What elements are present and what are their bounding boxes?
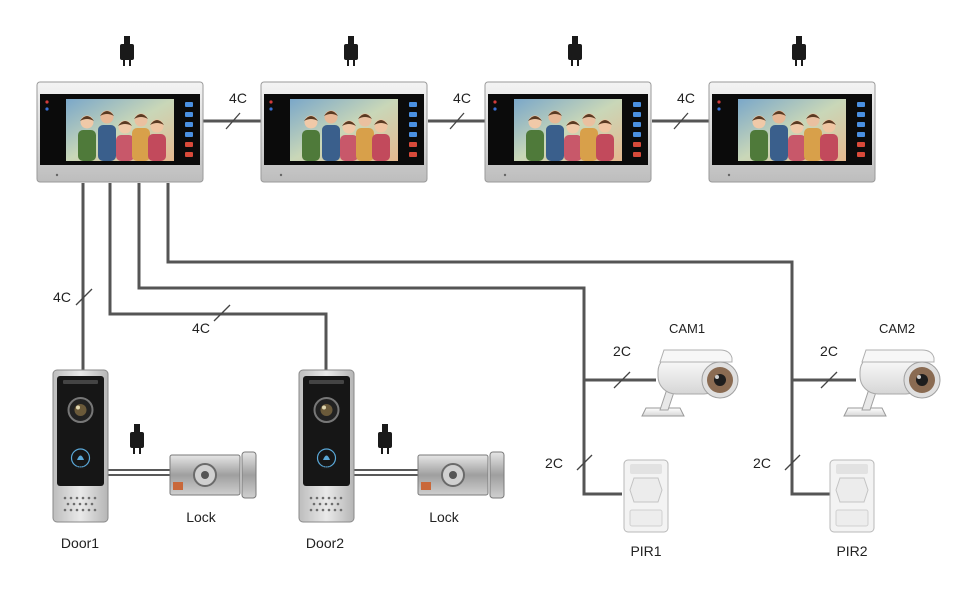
power-adapter-icon	[792, 36, 806, 66]
door-station-1: CALL	[52, 369, 109, 523]
cam2-label: CAM2	[879, 321, 915, 336]
monitor-1	[36, 36, 204, 183]
monitor-button[interactable]	[633, 132, 641, 137]
door1-label: Door1	[61, 535, 99, 551]
pir2-label: PIR2	[836, 543, 867, 559]
pir-sensor-1	[623, 459, 669, 533]
family-photo	[750, 110, 838, 161]
family-photo	[526, 110, 614, 161]
door2-label: Door2	[306, 535, 344, 551]
cable-labels: 4C 4C 4C 4C 4C 2C 2C 2C 2C	[53, 90, 838, 471]
label-door2-cable: 4C	[192, 320, 210, 336]
monitor-button[interactable]	[185, 122, 193, 127]
svg-text:CALL: CALL	[75, 465, 86, 470]
monitor-button[interactable]	[409, 142, 417, 147]
monitor-button[interactable]	[633, 142, 641, 147]
lock-2	[417, 451, 505, 499]
label-cam2-cable: 2C	[820, 343, 838, 359]
pir1-label: PIR1	[630, 543, 661, 559]
call-button-icon	[316, 448, 337, 468]
monitor-button[interactable]	[633, 102, 641, 107]
lock2-wire	[354, 469, 418, 476]
monitor-button[interactable]	[185, 112, 193, 117]
call-button-icon	[70, 448, 91, 468]
lock1-adapter-icon	[130, 424, 144, 454]
monitor-2	[260, 36, 428, 183]
monitor-button[interactable]	[857, 102, 865, 107]
monitor-button[interactable]	[409, 152, 417, 157]
svg-text:CALL: CALL	[321, 465, 332, 470]
monitor-button[interactable]	[185, 152, 193, 157]
lock1-wire	[108, 469, 170, 476]
camera-1	[641, 349, 739, 417]
cam1-label: CAM1	[669, 321, 705, 336]
family-photo	[302, 110, 390, 161]
monitor-button[interactable]	[633, 122, 641, 127]
monitor-button[interactable]	[409, 112, 417, 117]
monitor-3	[484, 36, 652, 183]
label-pir1-cable: 2C	[545, 455, 563, 471]
lock-1	[169, 451, 257, 499]
power-adapter-icon	[344, 36, 358, 66]
cable-cam2-trunk	[166, 183, 830, 496]
monitor-button[interactable]	[185, 132, 193, 137]
monitor-button[interactable]	[409, 102, 417, 107]
camera-2	[843, 349, 941, 417]
label-m1-m2: 4C	[229, 90, 247, 106]
monitor-4	[708, 36, 876, 183]
label-door1-cable: 4C	[53, 289, 71, 305]
label-cam1-cable: 2C	[613, 343, 631, 359]
monitor-button[interactable]	[185, 102, 193, 107]
power-adapter-icon	[120, 36, 134, 66]
lock2-label: Lock	[429, 509, 460, 525]
monitors	[36, 36, 876, 183]
monitor-button[interactable]	[633, 112, 641, 117]
monitor-button[interactable]	[857, 112, 865, 117]
monitor-button[interactable]	[409, 132, 417, 137]
monitor-button[interactable]	[857, 142, 865, 147]
monitor-button[interactable]	[857, 122, 865, 127]
cable-slashes	[75, 112, 838, 471]
monitor-button[interactable]	[409, 122, 417, 127]
cable-cam1-trunk	[137, 183, 622, 496]
monitor-button[interactable]	[857, 132, 865, 137]
monitor-button[interactable]	[185, 142, 193, 147]
monitor-button[interactable]	[633, 152, 641, 157]
lock2-adapter-icon	[378, 424, 392, 454]
cables	[81, 119, 856, 496]
speaker-grille	[63, 496, 97, 512]
power-adapter-icon	[568, 36, 582, 66]
lock1-label: Lock	[186, 509, 217, 525]
pir-sensor-2	[829, 459, 875, 533]
door-station-2: CALL	[298, 369, 355, 523]
label-m2-m3: 4C	[453, 90, 471, 106]
label-m3-m4: 4C	[677, 90, 695, 106]
monitor-button[interactable]	[857, 152, 865, 157]
label-pir2-cable: 2C	[753, 455, 771, 471]
family-photo	[78, 110, 166, 161]
speaker-grille	[309, 496, 343, 512]
cable-door2	[108, 183, 328, 370]
